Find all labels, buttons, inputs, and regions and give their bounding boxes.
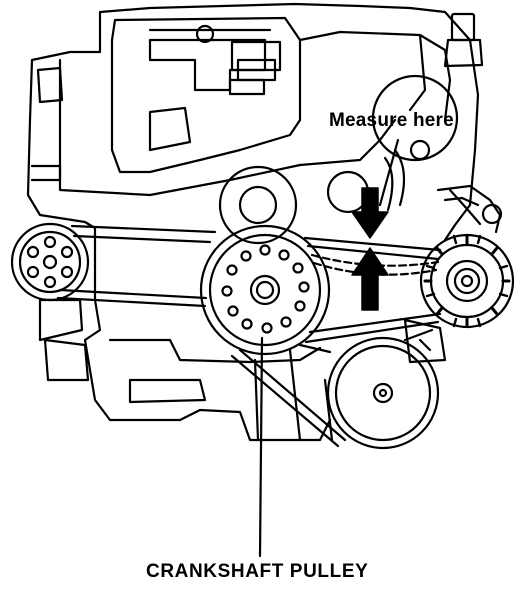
adjuster-bolt xyxy=(481,203,503,225)
intake-box xyxy=(228,78,266,96)
lower-right-bracket xyxy=(403,318,447,364)
alternator xyxy=(419,233,515,329)
head-bolt-1 xyxy=(195,24,215,44)
measure-leader xyxy=(378,138,400,207)
water-pump-pulley xyxy=(10,222,90,302)
upper-port xyxy=(230,40,282,72)
belt-ps-lower xyxy=(230,348,347,448)
power-steering-pulley xyxy=(326,336,440,450)
belt-lower-span xyxy=(304,312,442,344)
upper-boss xyxy=(218,165,298,245)
mount-bracket xyxy=(253,348,334,442)
engine-block-outline xyxy=(26,2,480,242)
cylinder-head-outline xyxy=(110,16,302,174)
upper-boss-inner xyxy=(238,185,278,225)
adjuster-link xyxy=(448,188,482,226)
belt-to-ps xyxy=(298,328,434,354)
right-housing xyxy=(298,30,452,122)
arrow-down-icon xyxy=(351,187,389,239)
cover-recess xyxy=(148,106,192,152)
left-bracket xyxy=(30,66,64,182)
timing-cover-boss xyxy=(371,74,459,162)
crankshaft-pulley xyxy=(199,224,331,356)
alternator-bracket xyxy=(436,184,502,234)
crank-leader xyxy=(258,336,264,558)
reservoir-cap xyxy=(450,12,476,42)
measure-here-label: Measure here xyxy=(329,110,454,131)
upper-port-inner xyxy=(236,58,277,82)
belt-left-upper xyxy=(70,224,217,244)
belt-left-lower xyxy=(56,288,208,308)
hose xyxy=(383,148,406,212)
crankshaft-pulley-label: CRANKSHAFT PULLEY xyxy=(146,561,369,582)
engine-upper-face xyxy=(58,58,397,197)
timing-cover-hole xyxy=(409,139,431,161)
oil-pan xyxy=(108,338,322,404)
arrow-up-icon xyxy=(351,247,389,311)
reservoir-neck xyxy=(443,38,484,68)
